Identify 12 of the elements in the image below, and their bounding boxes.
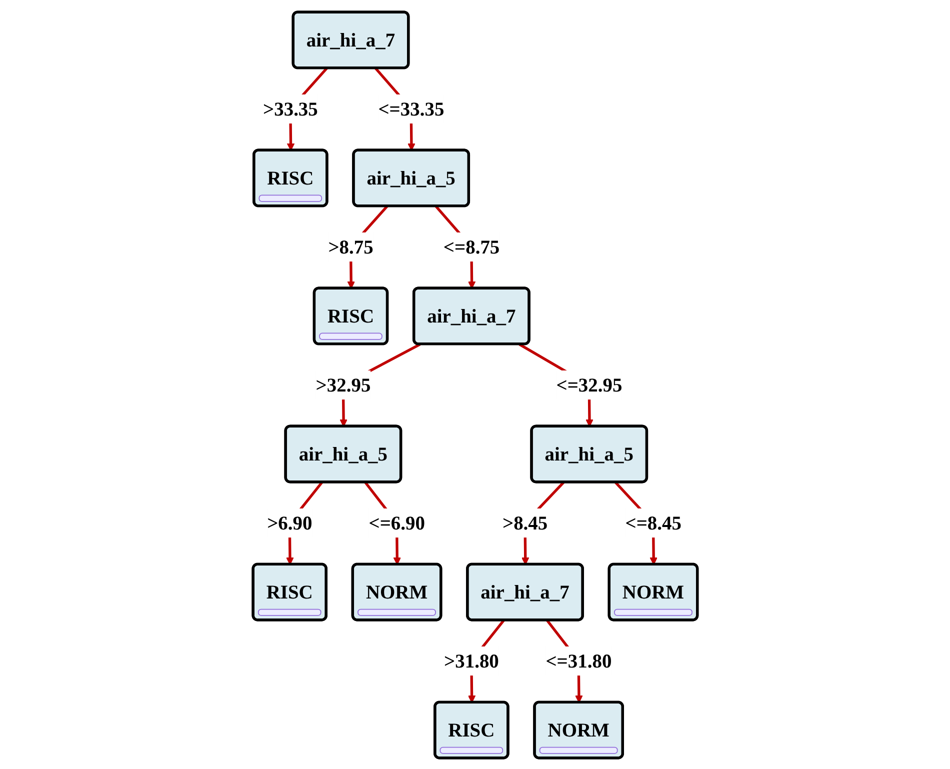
- edge-label: >6.90: [266, 511, 312, 534]
- edge-label: >33.35: [262, 97, 318, 120]
- edge-label: <=6.90: [368, 511, 425, 534]
- edge-label: >8.75: [328, 235, 374, 258]
- edge-label: <=32.95: [556, 373, 622, 396]
- edge-label: >8.45: [502, 511, 548, 534]
- edge-label: <=8.75: [443, 235, 500, 258]
- edge-label: >31.80: [444, 649, 499, 672]
- edge-label: <=8.45: [625, 511, 682, 534]
- edge-label: <=31.80: [546, 649, 612, 672]
- edge-label: <=33.35: [378, 97, 444, 120]
- edge-label: >32.95: [316, 373, 370, 396]
